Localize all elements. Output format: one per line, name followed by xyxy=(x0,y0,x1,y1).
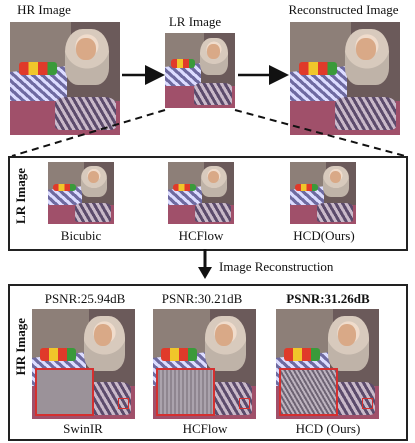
zoom-inset-hcflow xyxy=(156,367,215,416)
hr-method-swinir: SwinIR xyxy=(63,421,103,436)
dashed-right xyxy=(234,109,406,157)
zoom-inset-hcd xyxy=(279,367,338,416)
image-reconstruction-label: Image Reconstruction xyxy=(219,259,334,274)
hr-panel-side-label: HR Image xyxy=(13,318,28,376)
reconstructed-image-title: Reconstructed Image xyxy=(288,2,399,17)
top-connectors xyxy=(11,65,406,157)
psnr-hcflow: PSNR:30.21dB xyxy=(161,291,243,306)
lr-method-bicubic: Bicubic xyxy=(60,228,102,243)
hr-hcflow-image xyxy=(153,309,256,419)
hr-method-hcd: HCD (Ours) xyxy=(295,421,361,436)
lr-panel-side-label: LR Image xyxy=(13,168,28,224)
roi-box-hcd xyxy=(361,398,373,410)
zoom-inset-swinir xyxy=(35,367,94,416)
hr-hcd-image xyxy=(276,309,379,419)
lr-bicubic-image xyxy=(48,162,114,224)
lr-method-hcflow: HCFlow xyxy=(178,228,224,243)
lr-hcflow-image xyxy=(168,162,234,224)
lr-comparison-panel xyxy=(8,156,408,251)
lr-image-title: LR Image xyxy=(168,14,222,29)
reconstruction-arrow xyxy=(198,249,212,279)
lr-hcd-image xyxy=(290,162,356,224)
psnr-swinir: PSNR:25.94dB xyxy=(44,291,126,306)
hr-comparison-panel xyxy=(8,284,408,441)
reconstructed-image xyxy=(290,22,400,135)
hr-swinir-image xyxy=(32,309,135,419)
hr-method-hcflow: HCFlow xyxy=(182,421,228,436)
lr-method-hcd: HCD(Ours) xyxy=(293,228,355,243)
roi-box-swinir xyxy=(117,398,129,410)
roi-box-hcflow xyxy=(238,398,250,410)
psnr-hcd: PSNR:31.26dB xyxy=(286,291,370,306)
dashed-left xyxy=(11,109,166,157)
hr-image-title: HR Image xyxy=(17,2,71,17)
lr-image xyxy=(165,33,235,108)
